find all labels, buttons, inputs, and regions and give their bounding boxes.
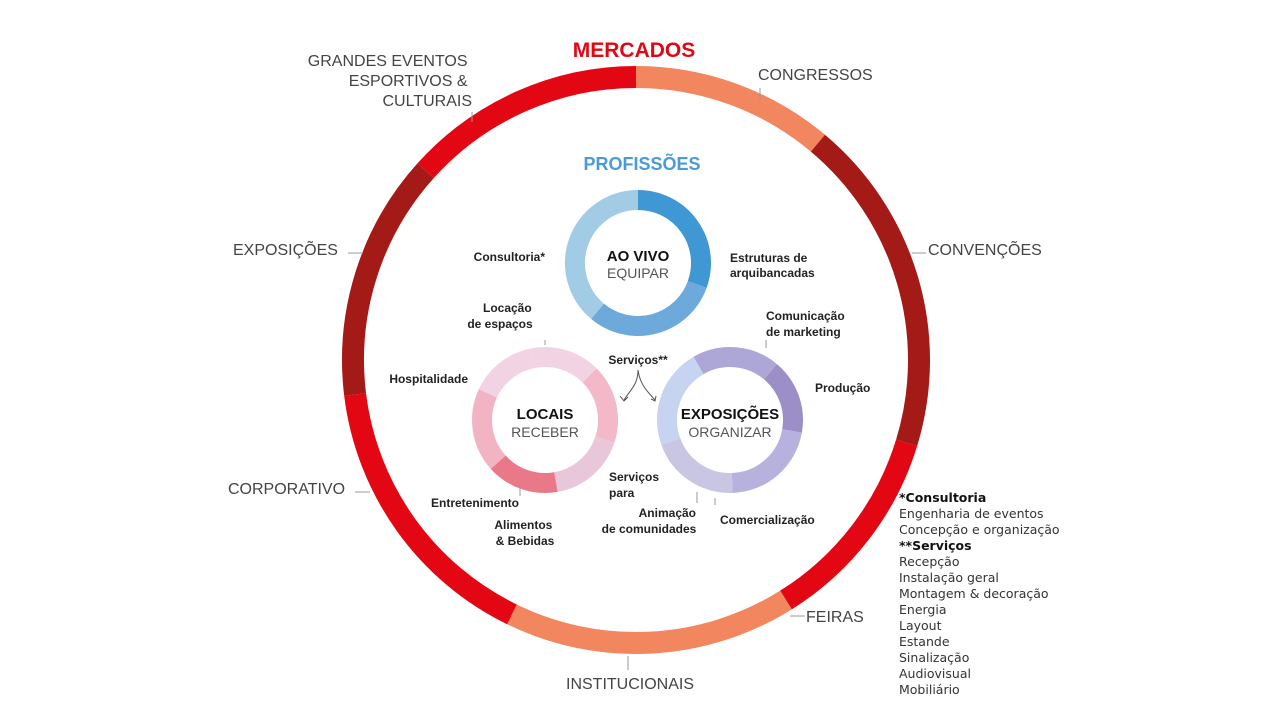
ring-segment-congressos	[635, 66, 825, 152]
circle-subtitle-locais: RECEBER	[511, 424, 579, 440]
footnote-item: Concepção e organização	[899, 522, 1060, 537]
profession-estruturas: Estruturas de arquibancadas	[730, 251, 815, 280]
ring-segment-exposicoes	[657, 356, 704, 445]
circle-title-locais: LOCAIS	[517, 406, 574, 423]
profession-circles	[472, 190, 803, 493]
market-label-corporativo: CORPORATIVO	[228, 481, 345, 498]
profession-entretenimento: Entretenimento	[431, 496, 519, 510]
ring-segment-grandes-eventos	[417, 66, 637, 179]
servicos-arrows	[619, 369, 657, 402]
profession-comercializacao: Comercialização	[720, 513, 815, 527]
profession-servicos-para: Serviços para	[609, 470, 662, 500]
footnote-item: Layout	[899, 618, 942, 633]
profession-servicos: Serviços**	[608, 353, 668, 367]
profession-consultoria: Consultoria*	[474, 250, 546, 264]
footnote-servicos-heading: **Serviços	[899, 538, 972, 553]
ring-segment-locais	[490, 455, 558, 493]
market-label-congressos: CONGRESSOS	[758, 67, 873, 84]
circle-title-ao-vivo: AO VIVO	[607, 248, 670, 265]
footnote-item: Instalação geral	[899, 570, 999, 585]
footnote-item: Engenharia de eventos	[899, 506, 1044, 521]
circle-subtitle-exposicoes: ORGANIZAR	[688, 424, 771, 440]
market-label-convencoes: CONVENÇÕES	[928, 239, 1042, 259]
ring-segment-locais	[472, 389, 506, 469]
market-label-grandes-eventos: GRANDES EVENTOS ESPORTIVOS & CULTURAIS	[308, 53, 472, 110]
ring-segment-ao-vivo	[565, 190, 639, 319]
profession-hospitalidade: Hospitalidade	[389, 372, 468, 386]
ring-segment-locais	[529, 347, 597, 383]
diagram-title: MERCADOS	[573, 39, 696, 62]
ring-segment-ao-vivo	[637, 190, 711, 288]
professions-subtitle: PROFISSÕES	[583, 153, 700, 174]
ring-segment-locais	[478, 348, 535, 399]
profession-alimentos: Alimentos & Bebidas	[494, 518, 555, 548]
market-label-exposicoes: EXPOSIÇÕES	[233, 239, 338, 259]
ring-segment-exposicoes	[342, 163, 434, 396]
profession-producao: Produção	[815, 381, 870, 395]
ring-segment-exposicoes	[763, 364, 803, 433]
ring-segment-corporativo	[344, 393, 517, 625]
profession-locacao: Locação de espaços	[467, 301, 535, 331]
ring-segment-locais	[553, 435, 615, 492]
ring-segment-institucionais	[507, 590, 792, 654]
profession-comunicacao: Comunicação de marketing	[766, 309, 848, 339]
market-label-feiras: FEIRAS	[806, 609, 864, 626]
footnote-consultoria-heading: *Consultoria	[899, 490, 987, 505]
ring-segment-ao-vivo	[591, 280, 707, 336]
footnote-item: Energia	[899, 602, 947, 617]
ring-segment-locais	[582, 368, 618, 443]
circle-subtitle-ao-vivo: EQUIPAR	[607, 265, 669, 281]
ring-segment-exposicoes	[693, 347, 777, 380]
ring-segment-convencoes	[810, 134, 930, 446]
footnotes: *Consultoria Engenharia de eventos Conce…	[899, 490, 1060, 698]
ring-segment-exposicoes	[661, 437, 733, 493]
footnote-item: Estande	[899, 634, 950, 649]
profession-animacao: Animação de comunidades	[602, 506, 700, 536]
ring-segment-feiras	[780, 439, 918, 610]
market-ring	[342, 66, 930, 654]
footnote-item: Sinalização	[899, 650, 970, 665]
footnote-item: Montagem & decoração	[899, 586, 1049, 601]
market-label-institucionais: INSTITUCIONAIS	[566, 676, 694, 693]
circle-title-exposicoes: EXPOSIÇÕES	[681, 405, 779, 423]
footnote-item: Mobiliário	[899, 682, 960, 697]
footnote-item: Audiovisual	[899, 666, 971, 681]
ring-segment-exposicoes	[731, 428, 802, 493]
footnote-item: Recepção	[899, 554, 960, 569]
leader-lines	[348, 88, 926, 670]
